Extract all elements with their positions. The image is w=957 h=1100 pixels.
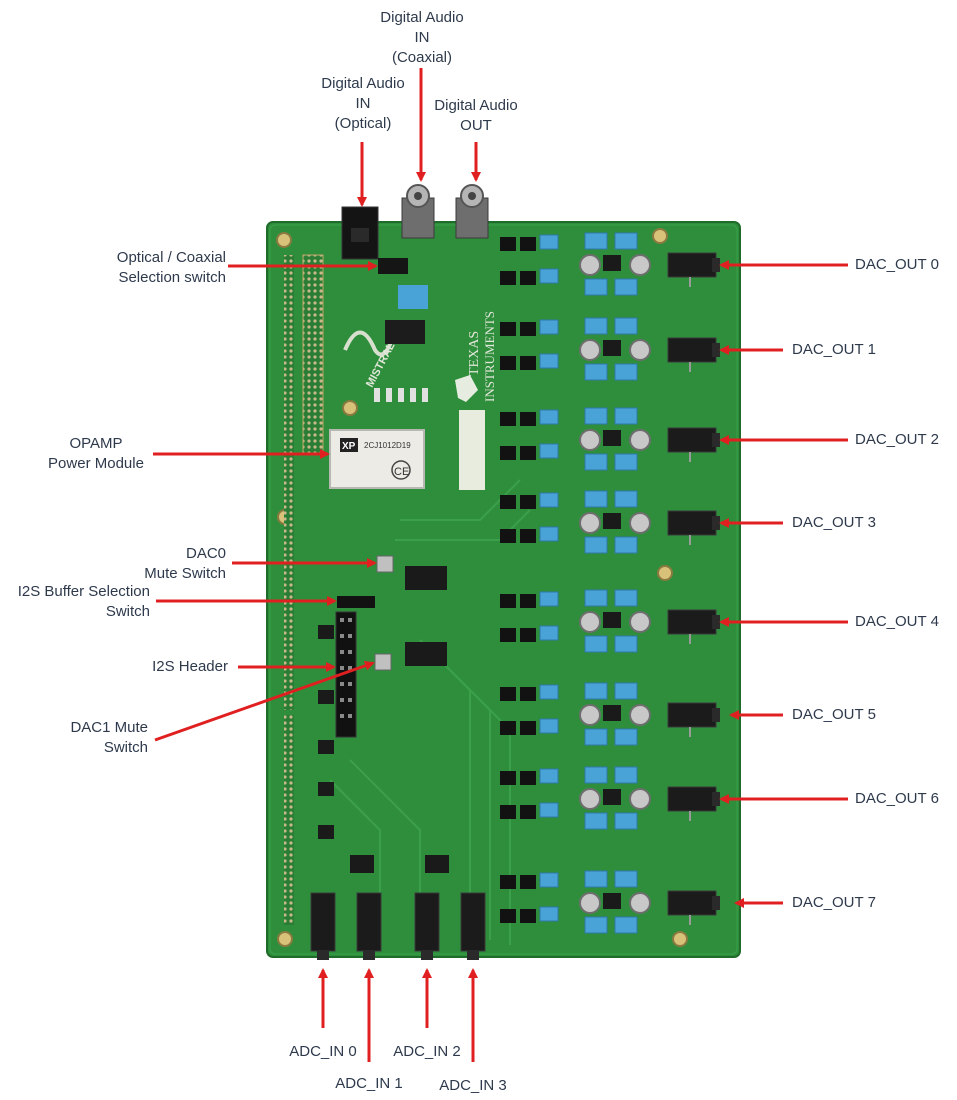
opamp-module bbox=[329, 429, 425, 489]
label-dac-out-2: DAC_OUT 2 bbox=[855, 431, 939, 448]
dac-channel-6 bbox=[500, 766, 720, 830]
label-dac1-mute: DAC1 Mute Switch bbox=[70, 719, 148, 756]
label-adc-in-0: ADC_IN 0 bbox=[289, 1043, 357, 1060]
dac-channel-0 bbox=[500, 232, 720, 296]
expansion-header-inner bbox=[302, 254, 324, 456]
label-digital-in-coaxial: Digital Audio IN (Coaxial) bbox=[380, 9, 464, 66]
dac-channel-3 bbox=[500, 490, 720, 554]
dac-channel-7 bbox=[500, 870, 720, 934]
adc-jack-2 bbox=[414, 892, 440, 960]
coaxial-output-jack bbox=[455, 184, 489, 239]
label-optical-coaxial-switch: Optical / Coaxial Selection switch bbox=[116, 249, 226, 286]
label-dac-out-3: DAC_OUT 3 bbox=[792, 514, 876, 531]
label-opamp-module: OPAMP Power Module bbox=[48, 435, 144, 472]
label-i2s-header: I2S Header bbox=[152, 658, 228, 675]
optical-coaxial-switch-part bbox=[378, 258, 408, 274]
label-i2s-buffer-switch: I2S Buffer Selection Switch bbox=[17, 583, 150, 620]
adc-jack-0 bbox=[310, 892, 336, 960]
dac-channel-4 bbox=[500, 589, 720, 653]
board-maker-line1: TEXAS bbox=[467, 331, 482, 376]
adc-input-jacks bbox=[310, 892, 486, 960]
ic-dac-upper bbox=[405, 566, 447, 590]
label-adc-in-1: ADC_IN 1 bbox=[335, 1075, 403, 1092]
label-dac-out-7: DAC_OUT 7 bbox=[792, 894, 876, 911]
label-dac-out-0: DAC_OUT 0 bbox=[855, 256, 939, 273]
dac-channel-2 bbox=[500, 407, 720, 471]
label-digital-in-optical: Digital Audio IN (Optical) bbox=[321, 75, 405, 132]
module-logo-text: XP bbox=[342, 441, 356, 452]
dac0-mute-switch-part bbox=[376, 555, 394, 573]
expansion-header-left bbox=[284, 255, 294, 710]
label-dac-out-5: DAC_OUT 5 bbox=[792, 706, 876, 723]
label-adc-in-2: ADC_IN 2 bbox=[393, 1043, 461, 1060]
i2s-buffer-switch-part bbox=[337, 596, 375, 608]
module-ce-mark: CE bbox=[394, 466, 409, 478]
module-part-text: 2CJ1012D19 bbox=[364, 441, 411, 450]
label-dac-out-4: DAC_OUT 4 bbox=[855, 613, 939, 630]
dac-channel-5 bbox=[500, 682, 720, 746]
adc-jack-3 bbox=[460, 892, 486, 960]
coaxial-input-jack bbox=[401, 184, 435, 239]
adc-jack-1 bbox=[356, 892, 382, 960]
label-dac-out-1: DAC_OUT 1 bbox=[792, 341, 876, 358]
arrow-dac1-mute bbox=[154, 660, 375, 742]
dac-channel-1 bbox=[500, 317, 720, 381]
ti-logo bbox=[455, 375, 478, 402]
callout-arrows bbox=[153, 68, 848, 1062]
dac-channel-bands bbox=[500, 232, 720, 934]
label-dac0-mute: DAC0 Mute Switch bbox=[144, 545, 226, 582]
label-digital-out: Digital Audio OUT bbox=[434, 97, 518, 134]
label-adc-in-3: ADC_IN 3 bbox=[439, 1077, 507, 1094]
dac1-mute-switch-part bbox=[374, 653, 392, 671]
label-dac-out-6: DAC_OUT 6 bbox=[855, 790, 939, 807]
board-maker-line2: INSTRUMENTS bbox=[482, 311, 497, 402]
ic-dac-lower bbox=[405, 642, 447, 666]
